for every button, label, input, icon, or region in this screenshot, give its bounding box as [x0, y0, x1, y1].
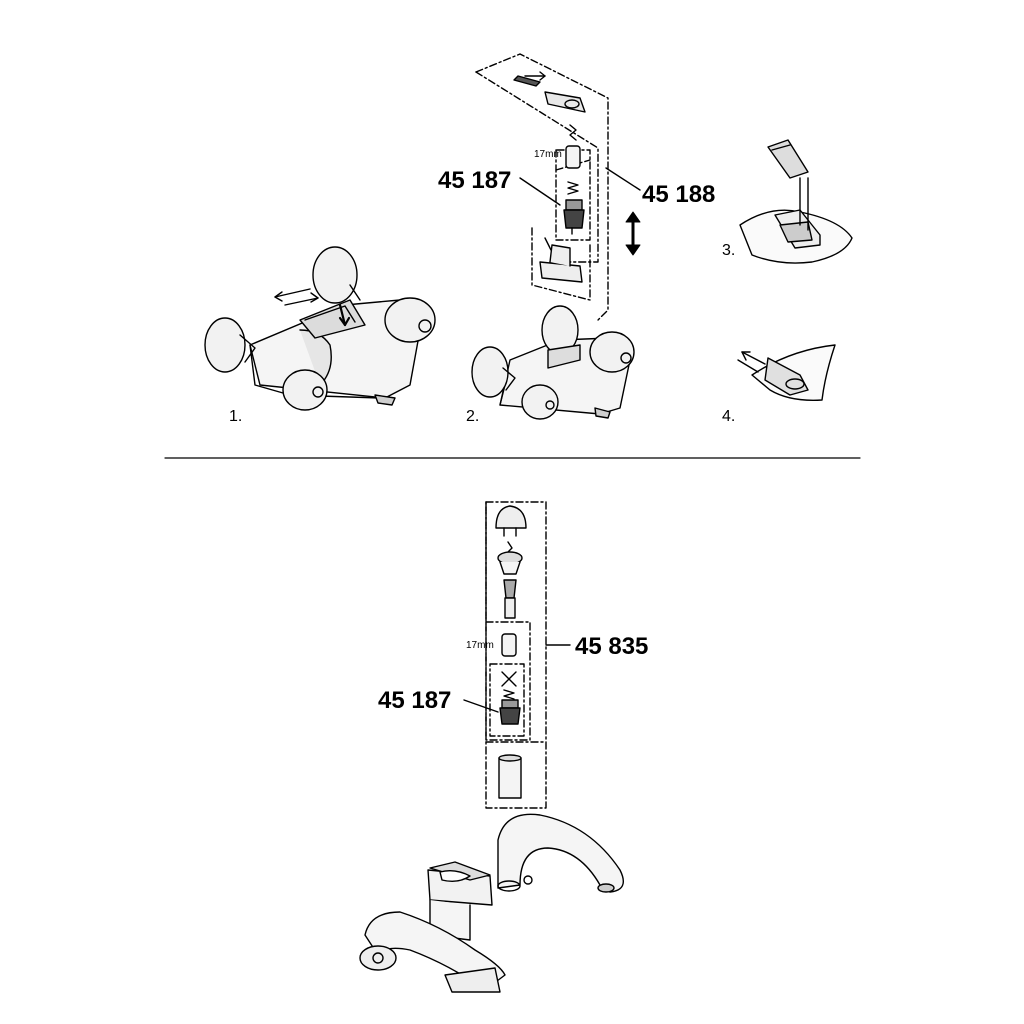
hand-shower	[360, 912, 505, 992]
part-number-45188: 45 188	[642, 181, 716, 208]
wrench-size-label-bottom: 17mm	[466, 640, 494, 651]
bottom-exploded-parts	[464, 506, 526, 798]
part-number-45835: 45 835	[575, 633, 649, 660]
step1-wall-mixer-illustration	[205, 247, 435, 410]
step-3-label: 3.	[722, 242, 736, 259]
bottom-exploded-view-boxes	[486, 502, 570, 808]
step2-exploded-parts	[514, 72, 640, 282]
step3-illustration	[740, 140, 852, 263]
step-4-label: 4.	[722, 408, 736, 425]
part-number-45187-bottom: 45 187	[378, 687, 452, 714]
step4-illustration	[738, 345, 835, 400]
bath-filler-spout	[498, 814, 623, 892]
single-lever-mixer	[428, 862, 492, 940]
part-number-45187-top: 45 187	[438, 167, 512, 194]
wrench-size-label-top: 17mm	[534, 149, 562, 160]
step2-mixer-body	[472, 306, 634, 419]
step-2-label: 2.	[466, 408, 480, 425]
step-1-label: 1.	[229, 408, 243, 425]
